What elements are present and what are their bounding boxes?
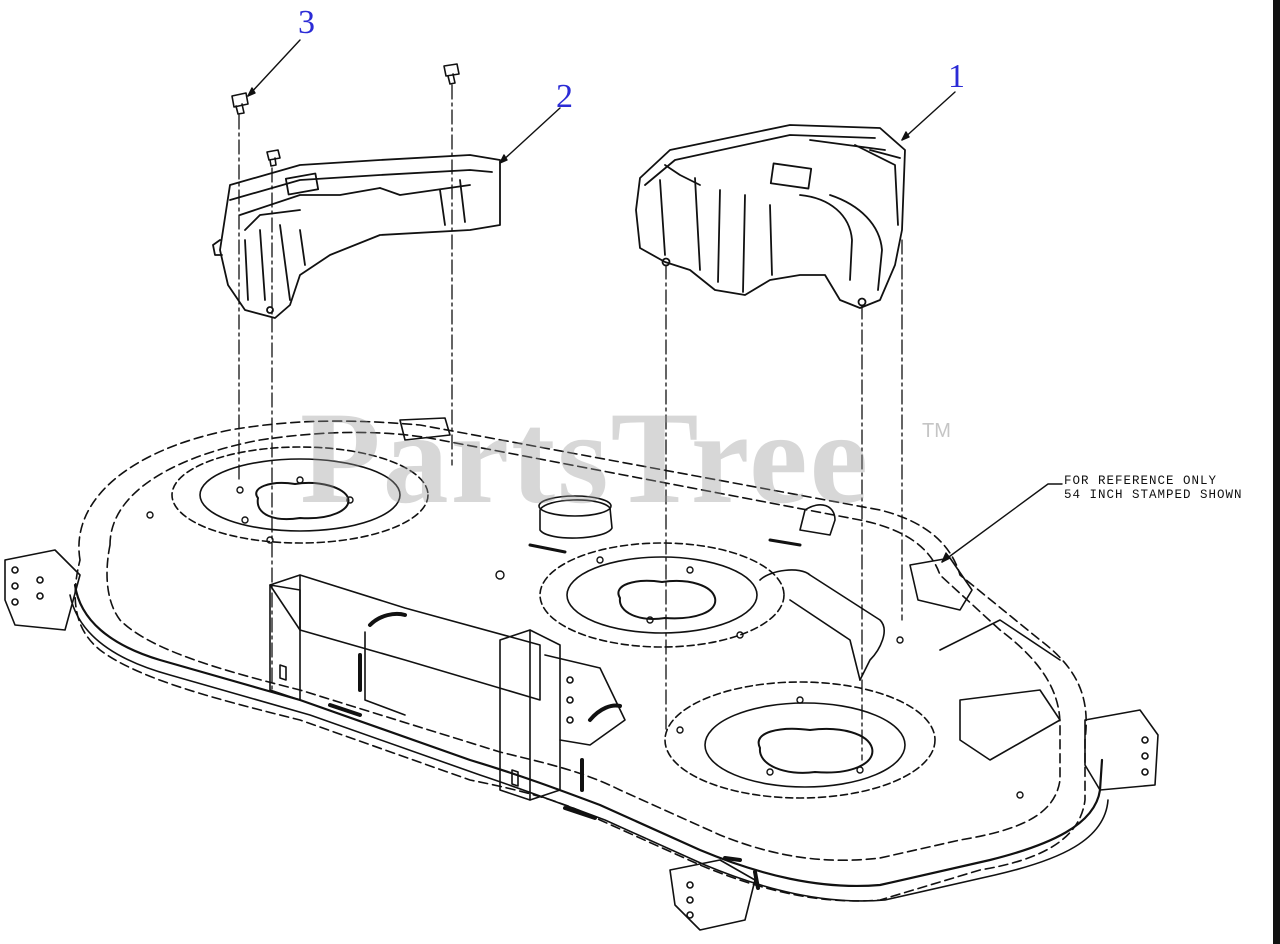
leader-lines [247, 39, 1063, 563]
mounting-bolts-part-3 [231, 63, 460, 167]
reference-note: FOR REFERENCE ONLY 54 INCH STAMPED SHOWN [1064, 474, 1243, 502]
left-belt-cover-part-2 [212, 154, 501, 319]
partstree-watermark: PartsTree [300, 384, 871, 531]
trademark-symbol: TM [922, 420, 951, 442]
assembly-lines [238, 84, 903, 761]
callout-part-3[interactable]: 3 [298, 4, 315, 41]
reference-note-line-2: 54 INCH STAMPED SHOWN [1064, 488, 1243, 502]
reference-note-line-1: FOR REFERENCE ONLY [1064, 474, 1218, 488]
right-belt-cover-part-1 [635, 124, 906, 309]
callout-part-2[interactable]: 2 [556, 78, 573, 115]
mower-deck [4, 417, 1159, 931]
right-edge-border [1273, 0, 1280, 944]
callout-part-1[interactable]: 1 [948, 58, 965, 95]
